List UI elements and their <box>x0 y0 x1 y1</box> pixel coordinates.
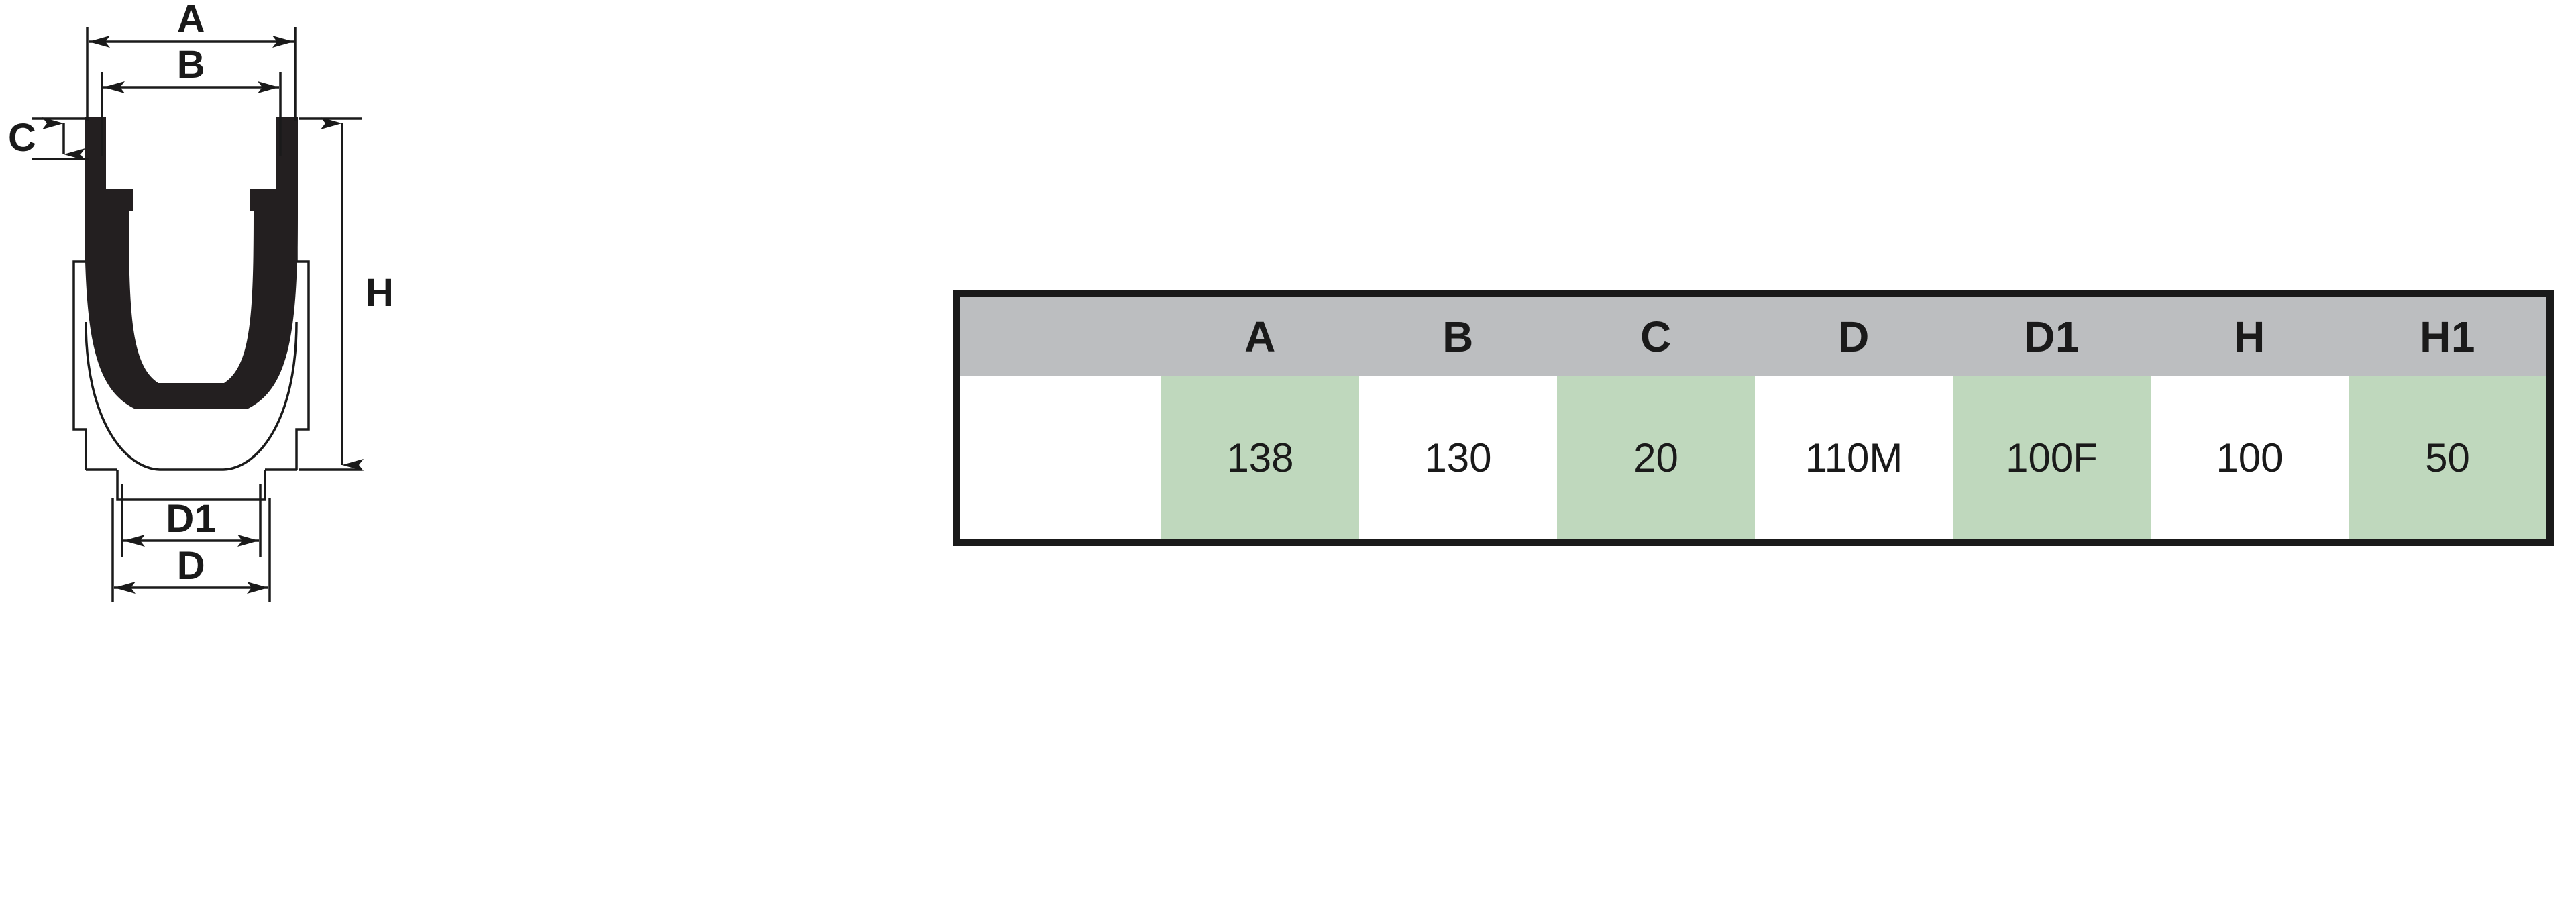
dimension-label-D: D <box>176 544 206 588</box>
dimension-lines <box>32 27 364 602</box>
table-header-A: A <box>1161 293 1359 376</box>
table-cell-H: 100 <box>2151 376 2349 543</box>
dimension-label-H: H <box>366 271 394 315</box>
table-header-C: C <box>1557 293 1755 376</box>
table-cell-D: 110M <box>1755 376 1953 543</box>
table-cell-row-label <box>956 376 1161 543</box>
table-cell-H1: 50 <box>2349 376 2551 543</box>
table-header-H: H <box>2151 293 2349 376</box>
dimension-label-A: A <box>176 0 206 41</box>
table-body: 138 130 20 110M 100F 100 50 <box>956 376 2551 543</box>
table-row: 138 130 20 110M 100F 100 50 <box>956 376 2551 543</box>
table-header-B: B <box>1359 293 1557 376</box>
channel-wall-profile <box>85 117 298 409</box>
dimension-label-D1: D1 <box>166 497 217 541</box>
table-header-row: A B C D D1 H H1 <box>956 293 2551 376</box>
table-header-D: D <box>1755 293 1953 376</box>
table-cell-C: 20 <box>1557 376 1755 543</box>
dimension-table-panel: A B C D D1 H H1 138 130 20 110M 100F <box>953 290 2554 546</box>
dimension-label-B: B <box>176 43 206 87</box>
table-header-H1: H1 <box>2349 293 2551 376</box>
table-header-blank <box>956 293 1161 376</box>
table-header-D1: D1 <box>1953 293 2151 376</box>
table-cell-B: 130 <box>1359 376 1557 543</box>
dimension-table: A B C D D1 H H1 138 130 20 110M 100F <box>953 290 2554 546</box>
table-header: A B C D D1 H H1 <box>956 293 2551 376</box>
cross-section-svg <box>32 27 364 602</box>
table-cell-A: 138 <box>1161 376 1359 543</box>
channel-cross-section-drawing: A B C H D1 D <box>0 0 953 915</box>
table-cell-D1: 100F <box>1953 376 2151 543</box>
dimension-label-C: C <box>8 116 37 160</box>
